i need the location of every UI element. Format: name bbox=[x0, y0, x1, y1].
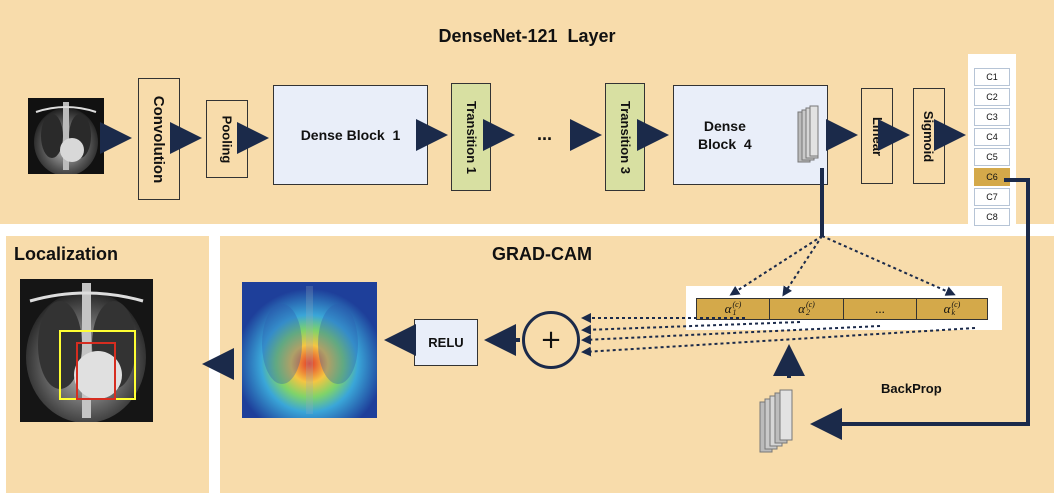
alpha-2-sub: 2 bbox=[805, 308, 810, 317]
dotted-fan bbox=[729, 235, 956, 297]
class-c6-selected: C6 bbox=[974, 168, 1010, 186]
class-c8: C8 bbox=[974, 208, 1010, 226]
dense-block-4-label-line1: Dense bbox=[703, 118, 746, 134]
class-output-column: C1 C2 C3 C4 C5 C6 C7 C8 bbox=[968, 54, 1016, 236]
backprop-feature-maps bbox=[759, 389, 793, 453]
sum-node: + bbox=[522, 311, 580, 369]
backprop-path bbox=[810, 178, 1030, 440]
alpha-k-sup: (c) bbox=[951, 300, 961, 309]
pipeline-ellipsis: ... bbox=[537, 124, 553, 144]
dense-block-4-label-line2: Block 4 bbox=[698, 136, 752, 152]
alpha-ellipsis: ... bbox=[875, 301, 885, 316]
alpha-2-base: α bbox=[798, 301, 805, 316]
gradcam-title: GRAD-CAM bbox=[492, 244, 592, 264]
alpha-k-base: α bbox=[943, 301, 951, 316]
class-c2: C2 bbox=[974, 88, 1010, 106]
dense-block-1-label: Dense Block 1 bbox=[300, 127, 401, 143]
alpha-1-base: α bbox=[724, 301, 732, 316]
gradcam-heatmap-image bbox=[242, 282, 377, 418]
alpha-k-sub: k bbox=[951, 308, 956, 317]
input-xray-image bbox=[28, 98, 104, 174]
dotted-to-sum bbox=[581, 313, 976, 357]
class-c4: C4 bbox=[974, 128, 1010, 146]
densenet-title: DenseNet-121 Layer bbox=[438, 26, 616, 46]
class-c7: C7 bbox=[974, 188, 1010, 206]
backprop-label: BackProp bbox=[881, 381, 942, 396]
alpha-1-cell: α (c) 1 bbox=[696, 298, 770, 320]
relu-box: RELU bbox=[414, 319, 478, 366]
pipeline-arrows bbox=[100, 119, 966, 154]
alpha-1-sup: (c) bbox=[732, 300, 742, 309]
localization-xray-image bbox=[20, 279, 153, 422]
alpha-1-sub: 1 bbox=[732, 308, 737, 317]
dense-block-4-feature-maps bbox=[797, 105, 819, 163]
alpha-2-cell: α (c) 2 bbox=[769, 298, 844, 320]
plus-label: + bbox=[540, 325, 562, 355]
alpha-k-cell: α (c) k bbox=[916, 298, 988, 320]
relu-label: RELU bbox=[428, 335, 464, 350]
class-c1: C1 bbox=[974, 68, 1010, 86]
class-c3: C3 bbox=[974, 108, 1010, 126]
class-c5: C5 bbox=[974, 148, 1010, 166]
localization-title: Localization bbox=[14, 244, 119, 264]
alpha-2-sup: (c) bbox=[805, 300, 815, 309]
gradcam-arrows bbox=[202, 324, 805, 380]
inner-bounding-box bbox=[76, 342, 116, 400]
